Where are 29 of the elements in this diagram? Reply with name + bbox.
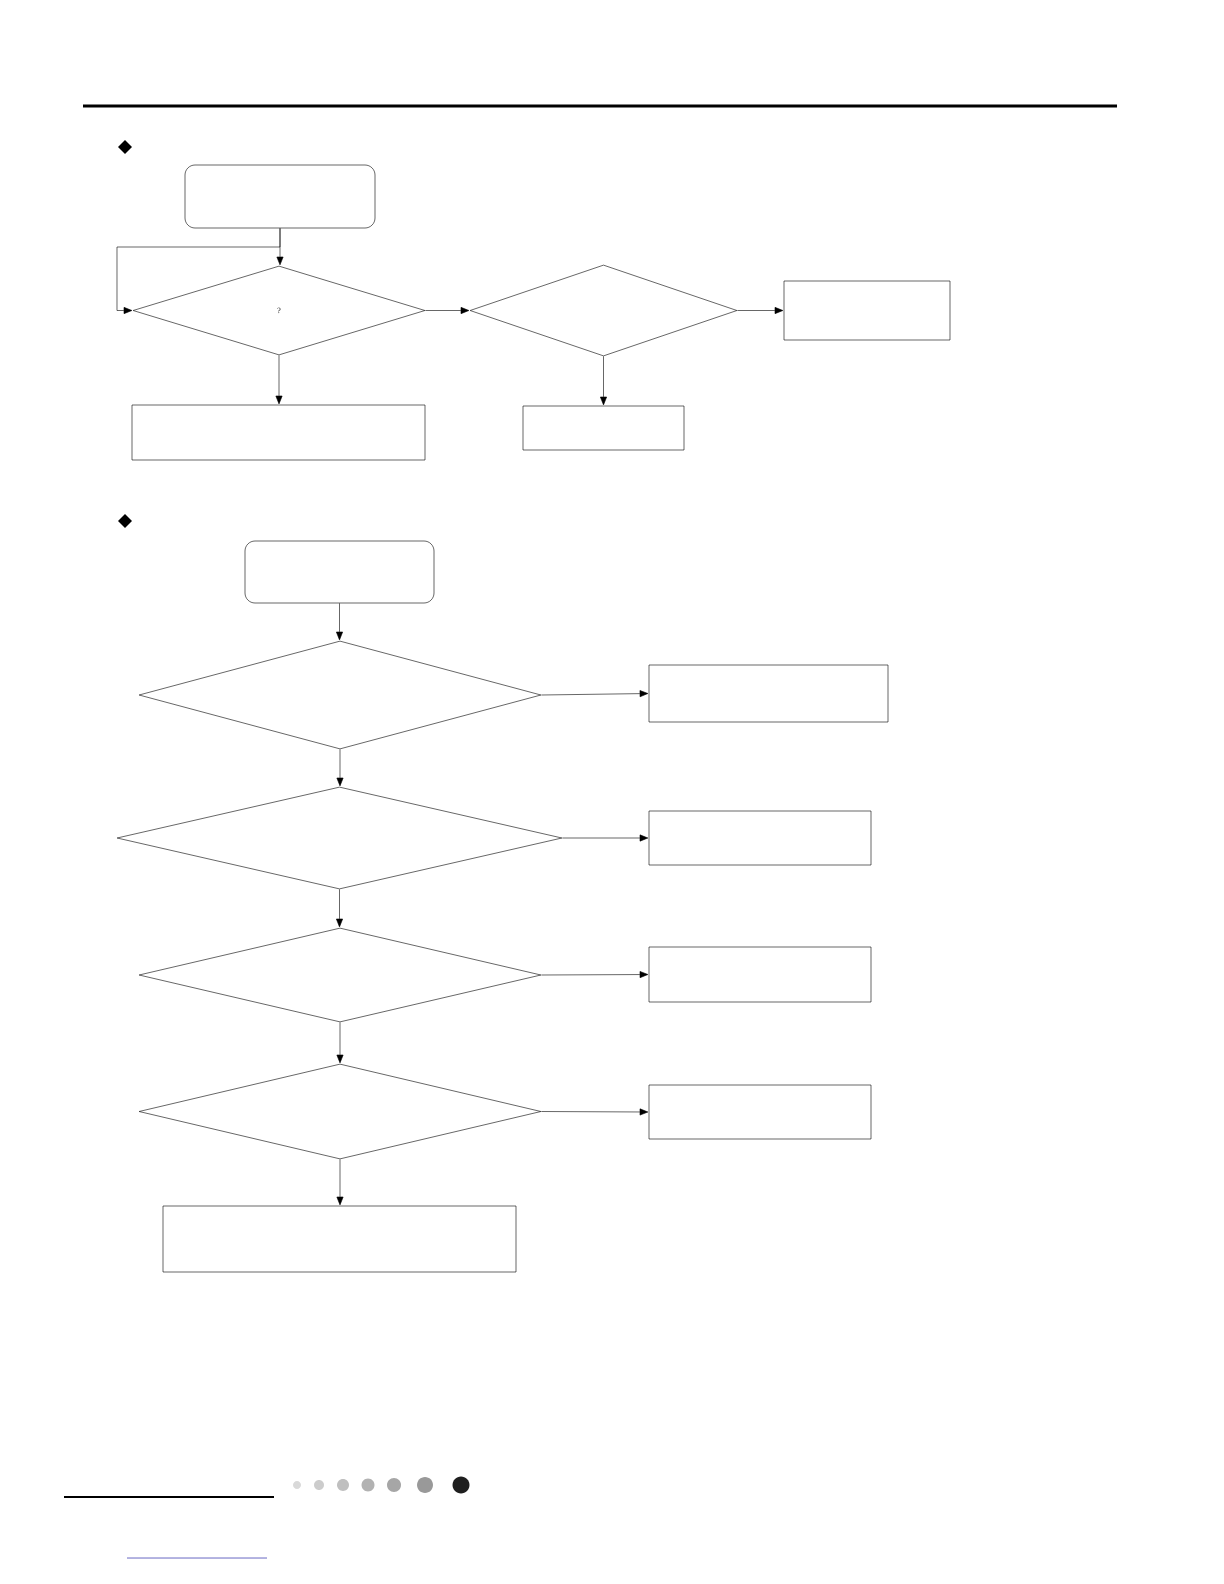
decision-diamond	[469, 264, 738, 357]
decision-diamond	[138, 927, 542, 1023]
start-box	[244, 540, 435, 604]
arrow	[541, 690, 649, 698]
process-box	[648, 664, 889, 723]
process-box	[648, 946, 872, 1003]
arrow	[336, 749, 344, 787]
process-box	[162, 1205, 517, 1273]
arrow	[336, 603, 343, 641]
arrow	[737, 307, 784, 314]
process-box	[648, 810, 872, 866]
arrow	[116, 228, 281, 314]
arrow	[541, 1108, 649, 1116]
process-box	[522, 405, 685, 451]
process-box	[131, 404, 426, 461]
arrow	[275, 355, 283, 405]
arrow	[541, 971, 649, 978]
start-box	[184, 164, 376, 229]
arrow	[600, 356, 607, 406]
process-box	[648, 1084, 872, 1140]
arrow	[336, 889, 343, 928]
arrow	[425, 307, 470, 314]
arrow	[562, 834, 649, 842]
decision-diamond	[138, 640, 542, 750]
arrow	[336, 1022, 344, 1064]
decision-diamond	[138, 1063, 542, 1160]
arrow	[336, 1159, 344, 1206]
decision-diamond	[116, 786, 563, 890]
process-box	[783, 280, 951, 341]
